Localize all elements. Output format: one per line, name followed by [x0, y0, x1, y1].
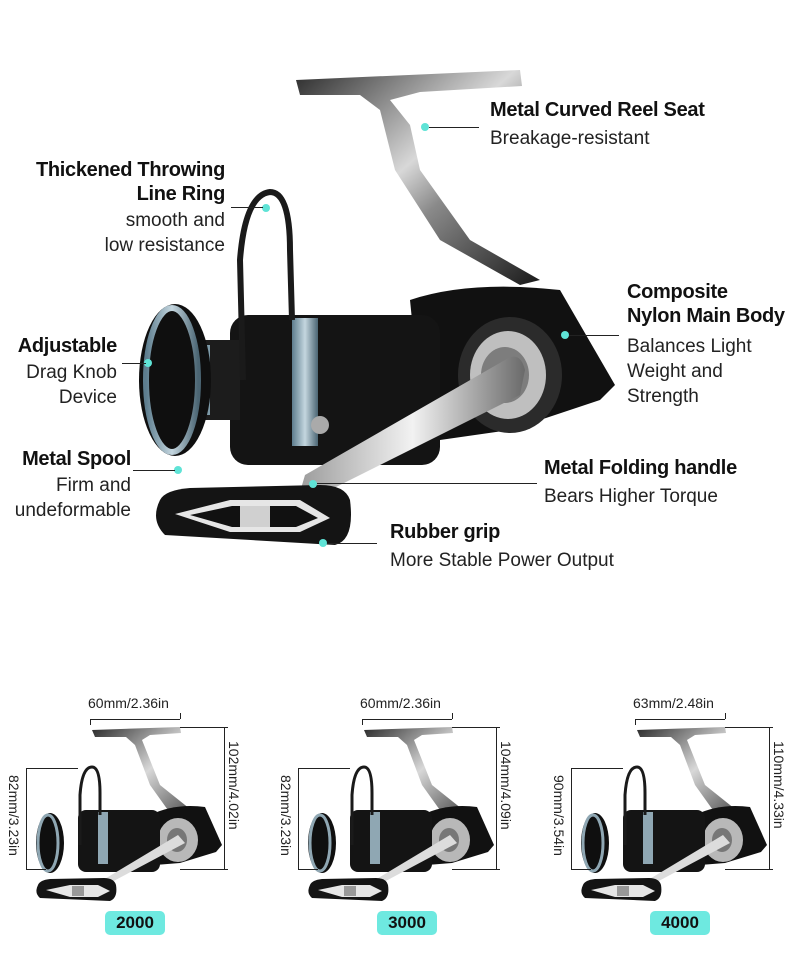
mini-reel-image [36, 727, 222, 901]
main-body-marker-dot [561, 331, 569, 339]
height-dim-line [224, 727, 225, 869]
width-dim-tick-right [725, 713, 726, 719]
spool-dim-bottom [26, 869, 46, 870]
feature-desc-line-1: Balances Light [627, 336, 752, 357]
handle-arm [300, 356, 525, 492]
spool-dim-line [298, 768, 299, 869]
reel-seat [296, 70, 540, 285]
size-card-4000: 63mm/2.48in 110mm/4.33in 90mm/3.54in 400… [545, 685, 790, 955]
spool-dim-line [26, 768, 27, 869]
feature-desc-line-2: Device [58, 387, 117, 408]
width-dim-line [635, 719, 725, 720]
feature-title: Metal Spool [22, 448, 131, 470]
spool-dim-line [571, 768, 572, 869]
feature-desc-line-1: smooth and [125, 210, 225, 231]
feature-title-line-2: Nylon Main Body [627, 305, 785, 327]
feature-title-line-1: Thickened Throwing [35, 159, 225, 181]
mini-reel-image [308, 727, 494, 901]
height-dim-bottom [725, 869, 773, 870]
feature-desc-line-2: Weight and [627, 361, 723, 382]
spool-marker-dot [174, 466, 182, 474]
spool-dim-top [298, 768, 350, 769]
handle-leader-line [317, 483, 537, 484]
feature-desc: More Stable Power Output [390, 550, 614, 571]
handle-marker-dot [309, 480, 317, 488]
drag-knob-marker-dot [144, 359, 152, 367]
width-label: 60mm/2.36in [88, 695, 169, 711]
bail-wire [236, 188, 295, 381]
height-label: 104mm/4.09in [498, 741, 514, 830]
width-dim-tick-left [90, 719, 91, 725]
width-dim-line [90, 719, 180, 720]
spool-leader-line [133, 470, 175, 471]
feature-desc-line-2: undeformable [14, 500, 131, 521]
line-ring-marker-dot [262, 204, 270, 212]
height-dim-top [180, 727, 228, 728]
height-label: 102mm/4.02in [226, 741, 242, 830]
width-dim-tick-right [452, 713, 453, 719]
width-dim-tick-left [635, 719, 636, 725]
height-dim-top [725, 727, 773, 728]
height-dim-top [452, 727, 500, 728]
drag-knob-leader-line [122, 363, 146, 364]
feature-desc: Bears Higher Torque [544, 486, 718, 507]
feature-line-ring: Thickened Throwing Line Ring smooth and … [36, 158, 225, 258]
size-card-2000: 60mm/2.36in 102mm/4.02in 82mm/3.23in 200… [0, 685, 270, 955]
feature-spool: Metal Spool Firm and undeformable [14, 447, 132, 523]
grip-marker-dot [319, 539, 327, 547]
main-body-leader-line [569, 335, 619, 336]
height-dim-line [496, 727, 497, 869]
feature-desc-line-1: Firm and [56, 475, 131, 496]
width-label: 60mm/2.36in [360, 695, 441, 711]
feature-desc-line-1: Drag Knob [26, 362, 117, 383]
feature-title-line-2: Line Ring [136, 183, 226, 205]
reel-seat-leader-line [429, 127, 479, 128]
spool-height-label: 82mm/3.23in [278, 775, 294, 856]
height-dim-bottom [452, 869, 500, 870]
model-badge: 4000 [650, 911, 710, 935]
spool-height-label: 90mm/3.54in [551, 775, 567, 856]
reel-seat-marker-dot [421, 123, 429, 131]
width-dim-tick-left [362, 719, 363, 725]
spool-dim-top [26, 768, 78, 769]
feature-desc-line-2: low resistance [104, 235, 225, 256]
feature-grip: Rubber grip More Stable Power Output [390, 520, 614, 573]
height-label: 110mm/4.33in [771, 741, 787, 829]
feature-title: Metal Curved Reel Seat [490, 99, 705, 121]
feature-title: Metal Folding handle [544, 457, 737, 479]
feature-title: Adjustable [17, 335, 118, 357]
feature-title-line-1: Composite [627, 281, 728, 303]
height-dim-line [769, 727, 770, 869]
spool-dim-bottom [571, 869, 591, 870]
feature-reel-seat: Metal Curved Reel Seat Breakage-resistan… [490, 98, 705, 151]
fishing-reel-image [139, 70, 615, 545]
grip-leader-line [327, 543, 377, 544]
spool-dim-bottom [298, 869, 318, 870]
feature-desc: Breakage-resistant [490, 128, 650, 149]
line-ring-leader-line [231, 207, 263, 208]
feature-desc-line-3: Strength [627, 386, 699, 407]
width-label: 63mm/2.48in [633, 695, 714, 711]
model-badge: 2000 [105, 911, 165, 935]
model-badge: 3000 [377, 911, 437, 935]
feature-drag-knob: Adjustable Drag Knob Device [17, 334, 118, 410]
height-dim-bottom [180, 869, 228, 870]
size-card-3000: 60mm/2.36in 104mm/4.09in 82mm/3.23in 300… [272, 685, 542, 955]
spool-height-label: 82mm/3.23in [6, 775, 22, 856]
feature-main-body: Composite Nylon Main Body Balances Light… [627, 280, 785, 409]
mini-reel-image [581, 727, 767, 901]
width-dim-line [362, 719, 452, 720]
spool-dim-top [571, 768, 623, 769]
feature-handle: Metal Folding handle Bears Higher Torque [544, 456, 737, 509]
feature-title: Rubber grip [390, 521, 501, 543]
width-dim-tick-right [180, 713, 181, 719]
